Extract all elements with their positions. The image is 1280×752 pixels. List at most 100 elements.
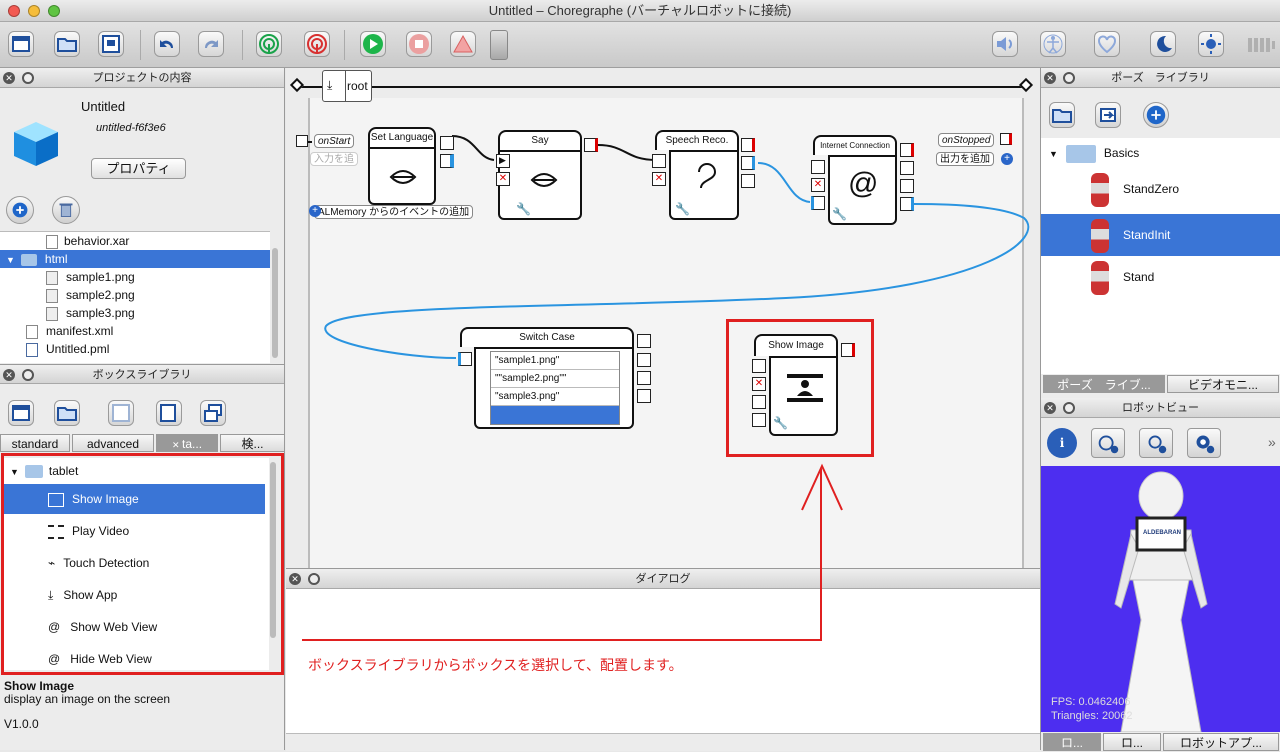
info-button[interactable]: i (1047, 428, 1077, 458)
file-item[interactable]: Untitled.pml (0, 340, 270, 358)
library-item-show-image[interactable]: Show Image (4, 484, 265, 514)
save-project-button[interactable] (98, 31, 124, 57)
close-panel-icon[interactable]: ✕ (1044, 72, 1056, 84)
almemory-event-button[interactable]: ALMemory からのイベントの追加 (314, 205, 474, 219)
file-item[interactable]: sample3.png (0, 304, 270, 322)
wrench-icon[interactable]: 🔧 (773, 416, 788, 430)
float-panel-icon[interactable] (1063, 402, 1075, 414)
float-panel-icon[interactable] (1063, 72, 1075, 84)
stop-output-port[interactable] (1000, 133, 1012, 145)
pose-folder-basics[interactable]: ▼Basics (1041, 144, 1280, 163)
rest-button[interactable] (1150, 31, 1176, 57)
library-item-play-video[interactable]: Play Video (4, 516, 265, 546)
breadcrumb[interactable]: ⤓ root (322, 70, 372, 102)
folder-item-html[interactable]: ▼html (0, 250, 270, 268)
switch-case-row[interactable]: "sample3.png" (491, 388, 619, 406)
input-start-port[interactable] (752, 359, 766, 373)
switch-case-table[interactable]: "sample1.png" ""sample2.png"" "sample3.p… (490, 351, 620, 425)
pose-item-standinit[interactable]: StandInit (1041, 214, 1280, 256)
library-item-show-web-view[interactable]: @Show Web View (48, 620, 158, 634)
switch-case-row[interactable]: "sample1.png" (491, 352, 619, 370)
output-port[interactable] (440, 154, 454, 168)
wrench-icon[interactable]: 🔧 (516, 202, 531, 216)
disconnect-button[interactable] (304, 31, 330, 57)
library-windows-button[interactable] (200, 400, 226, 426)
input-port[interactable] (458, 352, 472, 366)
library-item-hide-web-view[interactable]: @Hide Web View (48, 652, 152, 666)
stop-button[interactable] (406, 31, 432, 57)
volume-button[interactable] (992, 31, 1018, 57)
new-project-button[interactable] (8, 31, 34, 57)
open-project-button[interactable] (54, 31, 80, 57)
minimize-window-button[interactable] (28, 5, 40, 17)
input-start-port[interactable] (811, 160, 825, 174)
pose-item-stand[interactable]: Stand (1041, 256, 1280, 298)
input-start-port[interactable]: ▶ (496, 154, 510, 168)
output-port[interactable] (637, 353, 651, 367)
input-start-port[interactable] (652, 154, 666, 168)
tab-search[interactable]: 検... (220, 434, 285, 452)
input-stop-port[interactable]: ✕ (652, 172, 666, 186)
float-panel-icon[interactable] (308, 573, 320, 585)
output-port[interactable] (900, 143, 914, 157)
input-port[interactable] (752, 413, 766, 427)
output-port[interactable] (637, 371, 651, 385)
input-port[interactable] (811, 196, 825, 210)
input-stop-port[interactable]: ✕ (752, 377, 766, 391)
tab-robot-applications[interactable]: ロボットアプ... (1163, 733, 1279, 751)
library-item-show-app[interactable]: ⤓Show App (48, 588, 118, 602)
output-port[interactable] (440, 136, 454, 150)
life-button[interactable] (1094, 31, 1120, 57)
close-panel-icon[interactable]: ✕ (1044, 402, 1056, 414)
tab-pose-library[interactable]: ポーズ ライブ... (1043, 375, 1165, 393)
tablet-button[interactable] (490, 30, 508, 60)
switch-case-row[interactable] (491, 406, 619, 424)
tab-video-monitor[interactable]: ビデオモニ... (1167, 375, 1279, 393)
robot-sensors-button[interactable] (1091, 428, 1125, 458)
box-library-scrollbar[interactable] (270, 462, 276, 638)
delete-file-button[interactable] (52, 196, 80, 224)
input-stop-port[interactable]: ✕ (811, 178, 825, 192)
redo-button[interactable] (198, 31, 224, 57)
add-event-icon[interactable]: + (309, 205, 321, 217)
close-tab-icon[interactable]: ✕ (171, 440, 183, 450)
stiffness-button[interactable] (1040, 31, 1066, 57)
float-panel-icon[interactable] (22, 72, 34, 84)
wrench-icon[interactable]: 🔧 (832, 207, 847, 221)
wake-up-button[interactable] (1198, 31, 1224, 57)
wrench-icon[interactable]: 🔧 (675, 202, 690, 216)
add-file-button[interactable] (6, 196, 34, 224)
library-folder-tablet[interactable]: ▼tablet (10, 464, 79, 479)
save-library-button[interactable] (108, 400, 134, 426)
output-port[interactable] (900, 179, 914, 193)
output-port[interactable] (741, 174, 755, 188)
connect-button[interactable] (256, 31, 282, 57)
tab-robot-view[interactable]: ロ... (1043, 733, 1101, 751)
tab-tablet[interactable]: ✕ ta... (156, 434, 218, 452)
library-item-touch-detection[interactable]: ⌁Touch Detection (48, 556, 150, 570)
new-library-button[interactable] (8, 400, 34, 426)
robot-3d-viewport[interactable]: ALDEBARAN FPS: 0.0462406 Triangles: 2006… (1041, 466, 1280, 732)
close-panel-icon[interactable]: ✕ (3, 369, 15, 381)
tab-robot-log[interactable]: ロ... (1103, 733, 1161, 751)
robot-settings-button[interactable] (1187, 428, 1221, 458)
properties-button[interactable]: プロパティ (91, 158, 186, 179)
output-port[interactable] (841, 343, 855, 357)
output-port[interactable] (741, 138, 755, 152)
start-input-port[interactable] (296, 135, 308, 147)
file-item[interactable]: sample2.png (0, 286, 270, 304)
output-port[interactable] (637, 389, 651, 403)
open-pose-button[interactable] (1049, 102, 1075, 128)
add-output-button[interactable]: 出力を追加 (936, 152, 994, 166)
play-button[interactable] (360, 31, 386, 57)
close-panel-icon[interactable]: ✕ (3, 72, 15, 84)
zoom-window-button[interactable] (48, 5, 60, 17)
input-port[interactable] (752, 395, 766, 409)
more-chevron-icon[interactable]: » (1268, 434, 1276, 450)
output-port[interactable] (900, 197, 914, 211)
add-input-label[interactable]: 入力を追 (310, 152, 358, 166)
robot-joints-button[interactable] (1139, 428, 1173, 458)
output-port[interactable] (637, 334, 651, 348)
tab-standard[interactable]: standard (0, 434, 70, 452)
open-library-button[interactable] (54, 400, 80, 426)
